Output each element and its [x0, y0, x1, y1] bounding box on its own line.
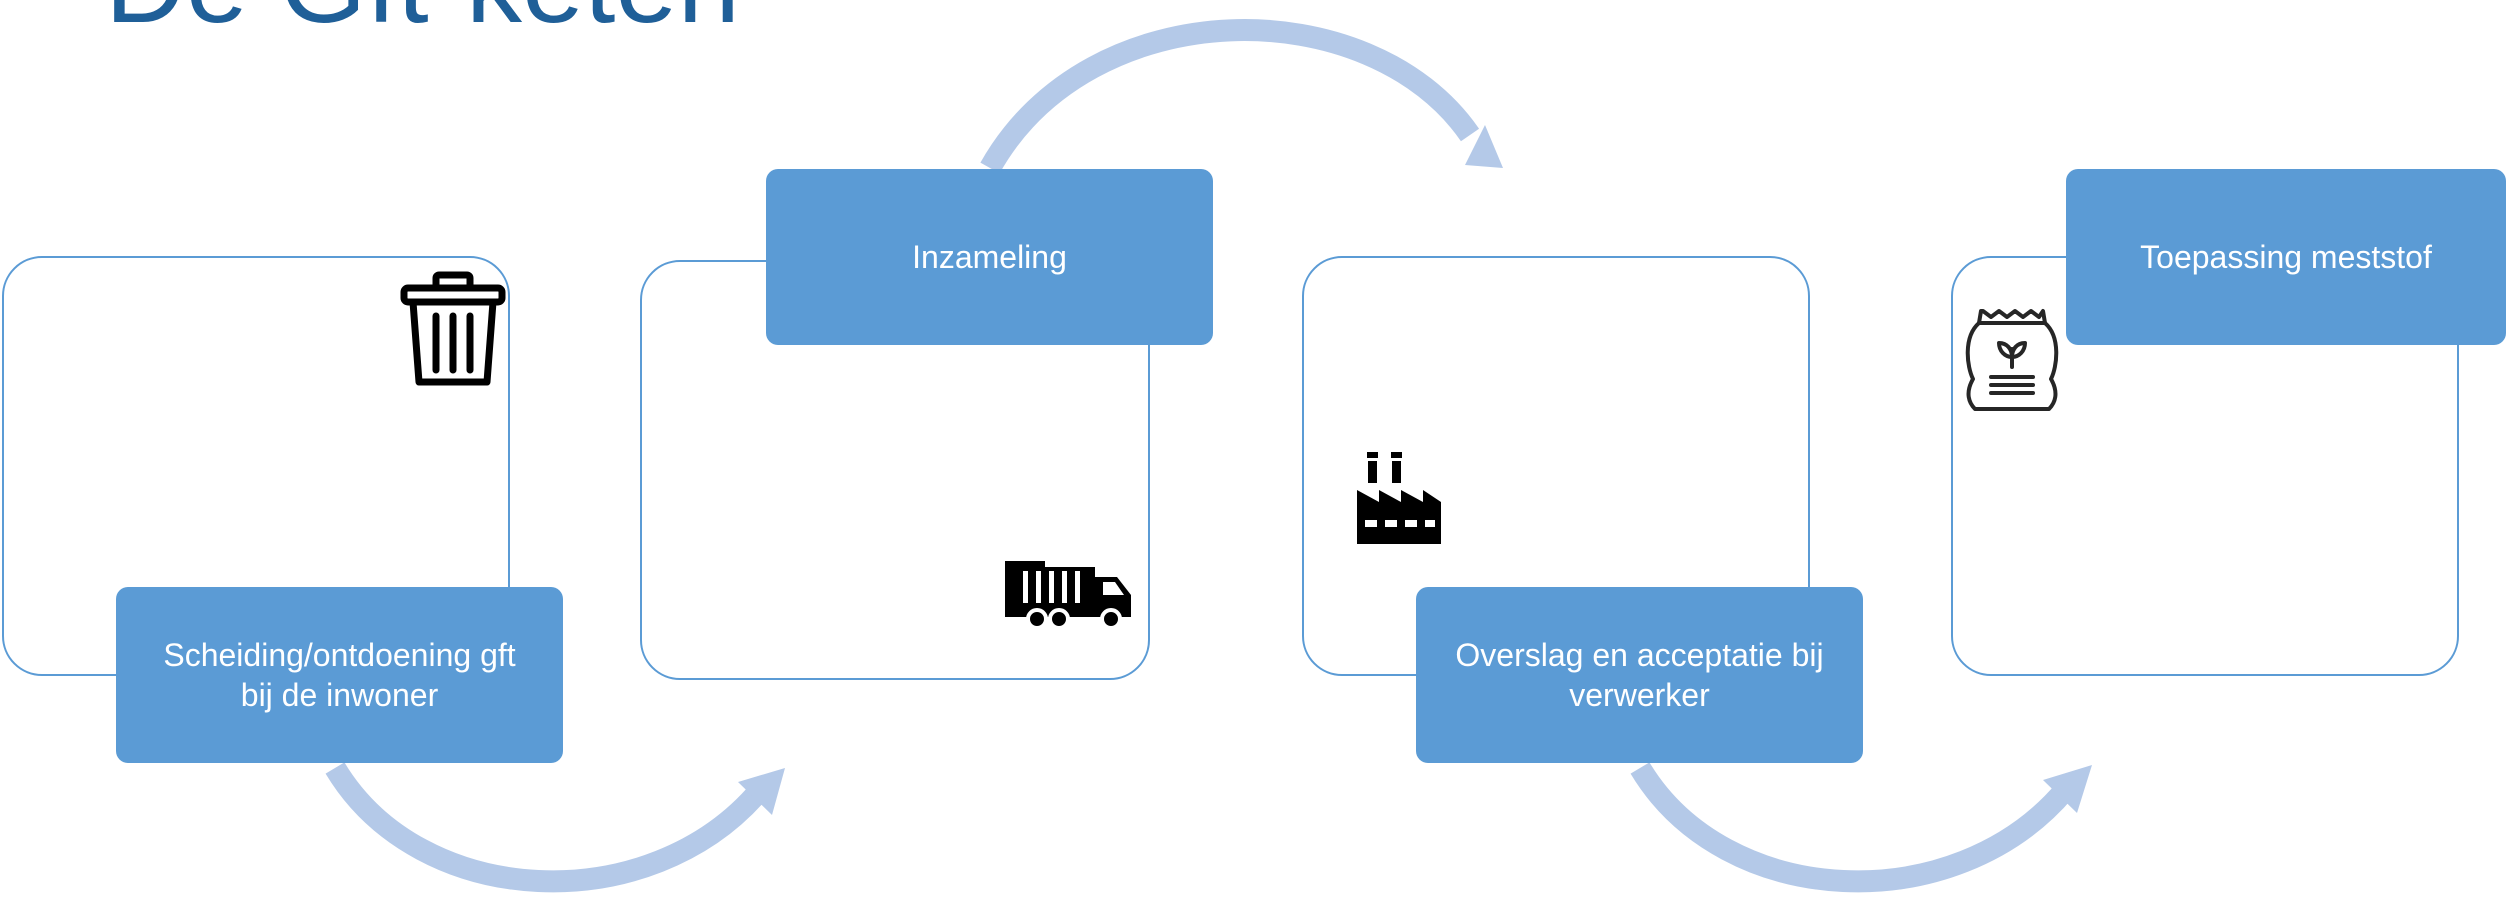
- page-title: De Gft-keten: [105, 0, 740, 40]
- step-1-label: Scheiding/ontdoening gft bij de inwoner: [116, 587, 563, 763]
- step-1-label-text: Scheiding/ontdoening gft bij de inwoner: [163, 637, 516, 713]
- trash-can-icon: [400, 271, 506, 386]
- step-3-label: Overslag en acceptatie bij verwerker: [1416, 587, 1863, 763]
- arrowhead-2: [1465, 125, 1503, 168]
- arrow-step1-to-step2: [325, 762, 769, 893]
- step-2-label: Inzameling: [766, 169, 1213, 345]
- factory-icon: [1357, 452, 1441, 544]
- arrow-step3-to-step4: [1630, 762, 2074, 893]
- step-3-label-text: Overslag en acceptatie bij verwerker: [1455, 637, 1824, 713]
- step-2-label-text: Inzameling: [912, 239, 1067, 275]
- arrowhead-1: [738, 768, 785, 815]
- arrowhead-3: [2043, 765, 2092, 813]
- step-4-label-text: Toepassing meststof: [2140, 239, 2432, 275]
- fertilizer-bag-icon: [1965, 309, 2059, 411]
- garbage-truck-icon: [1005, 561, 1131, 630]
- step-4-label: Toepassing meststof: [2066, 169, 2506, 345]
- arrow-step2-to-step3: [980, 19, 1480, 174]
